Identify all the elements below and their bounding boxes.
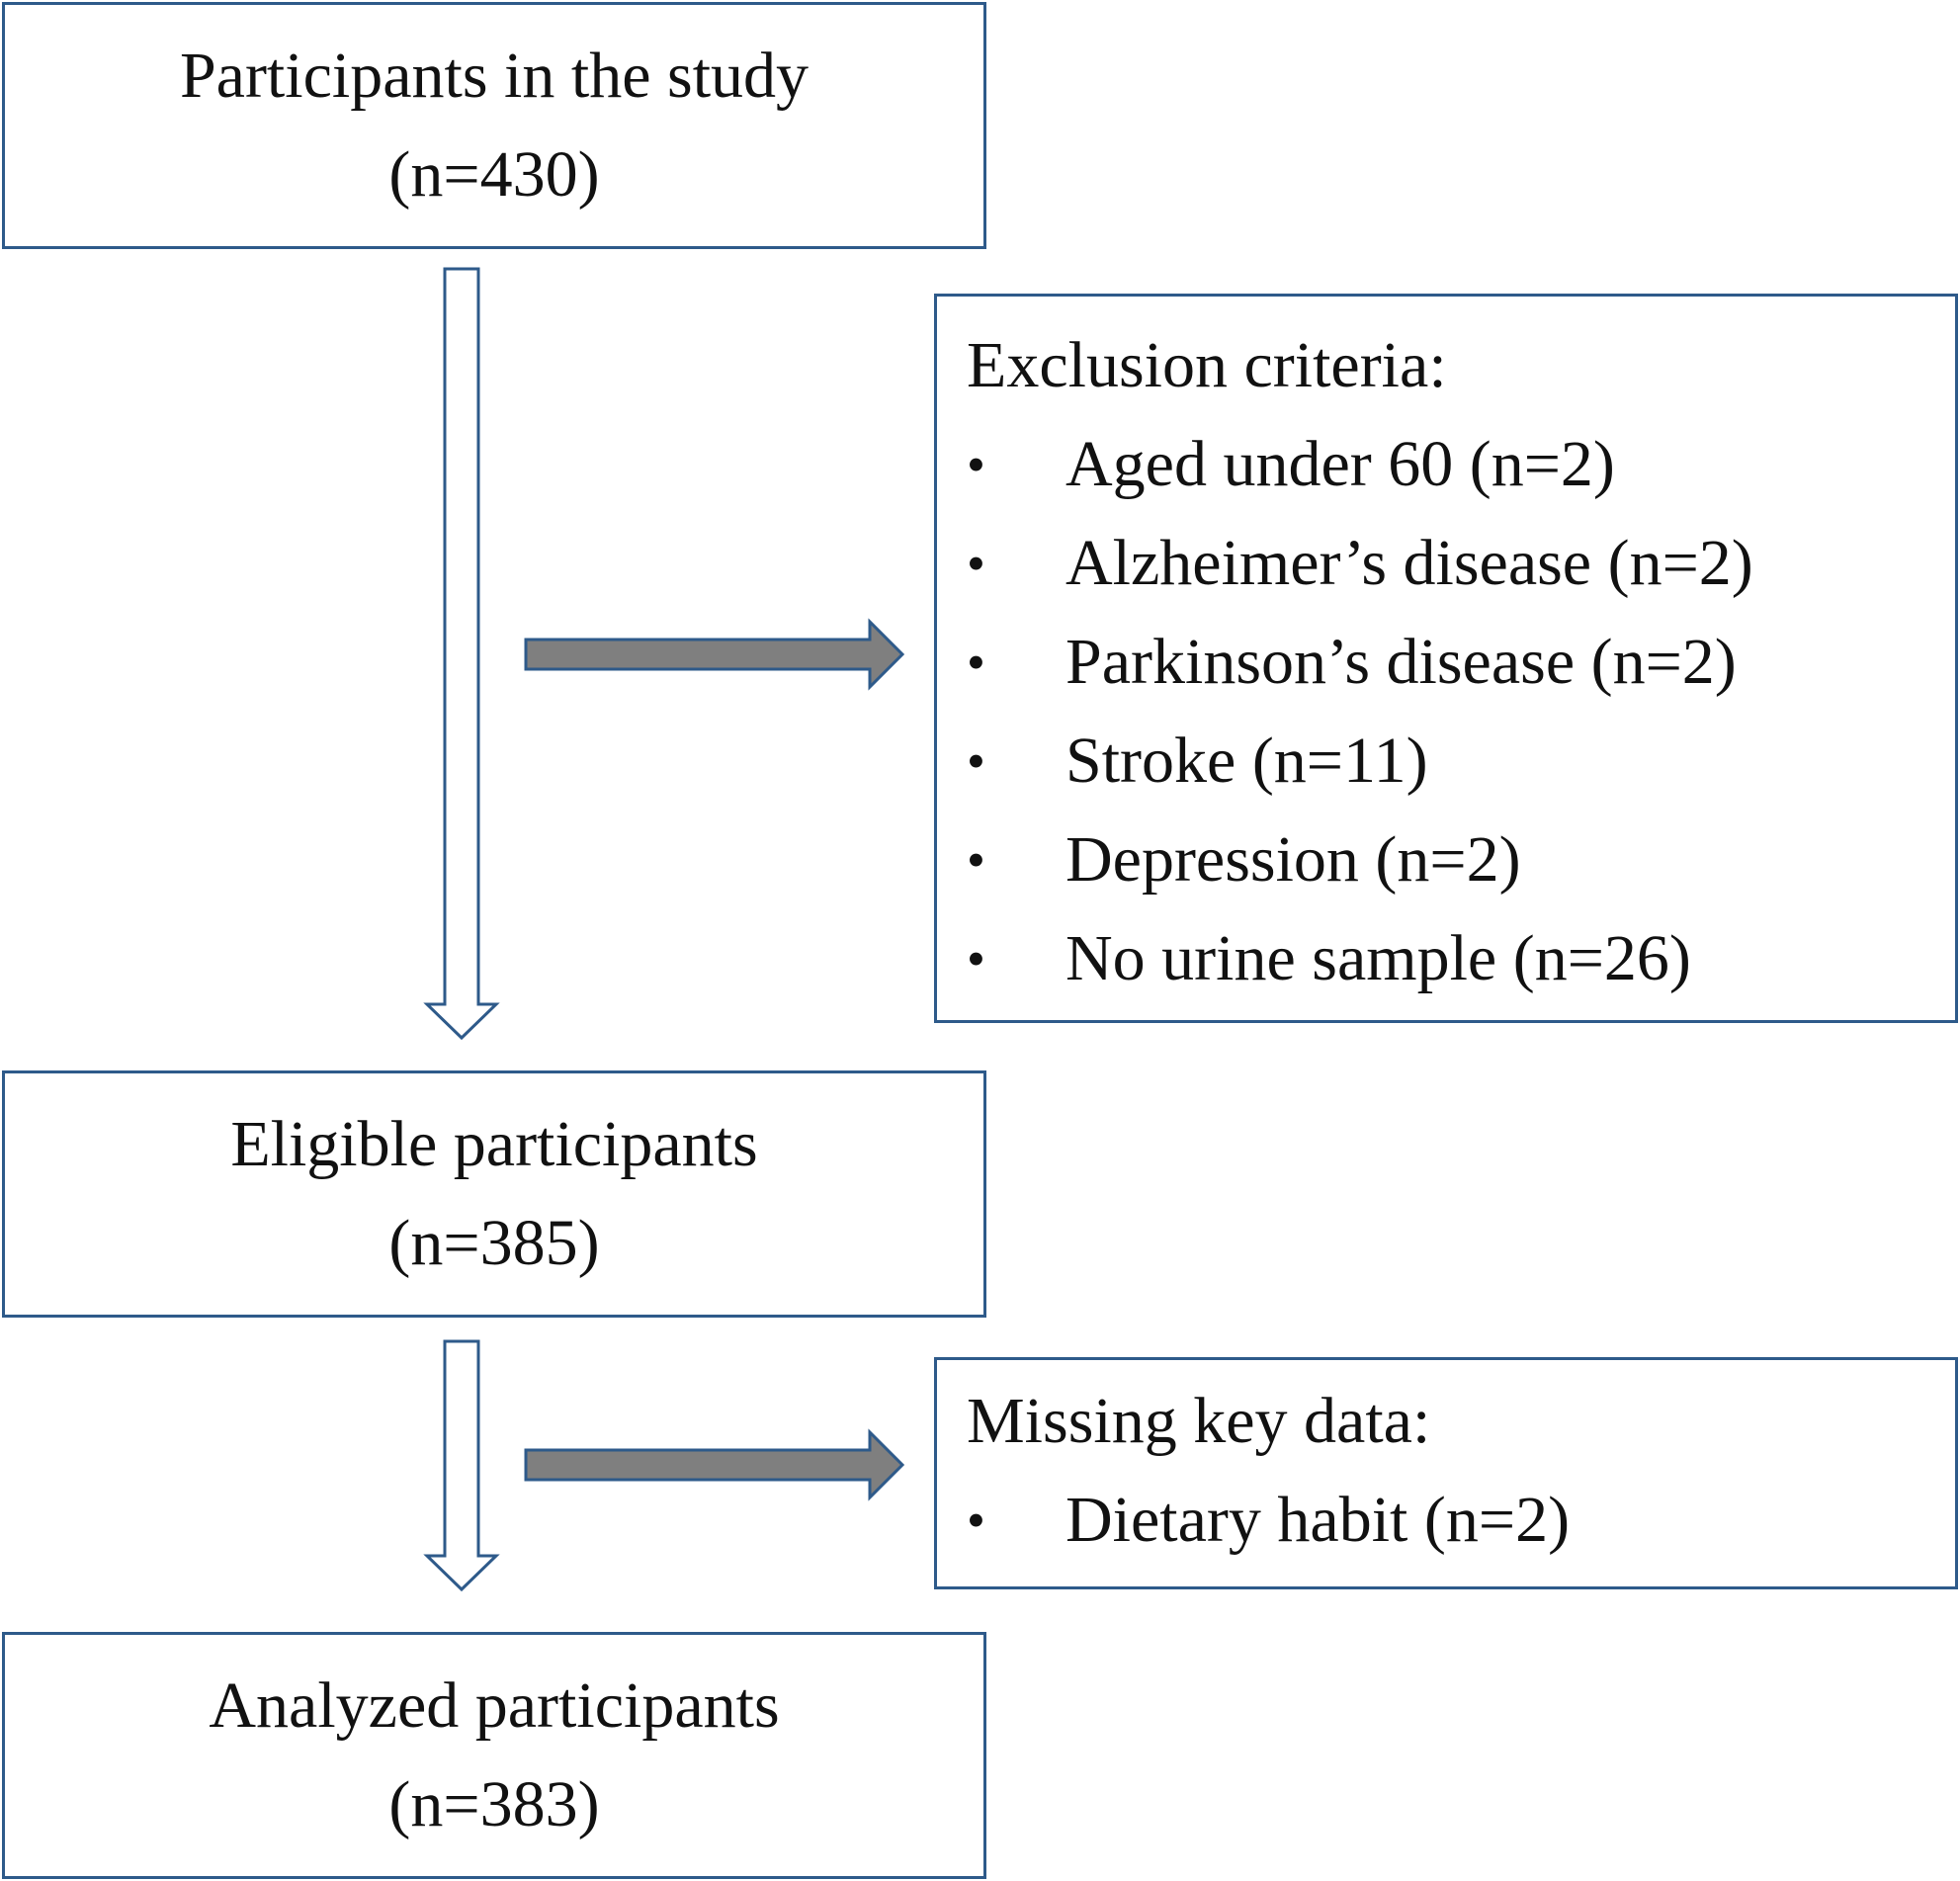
analyzed-title: Analyzed participants (209, 1669, 780, 1742)
exclusion-item-label: Stroke (n=11) (1065, 725, 1428, 797)
participants-count: (n=430) (388, 138, 600, 211)
exclusion-item: • Alzheimer’s disease (n=2) (967, 514, 1955, 613)
exclusion-item: • Depression (n=2) (967, 811, 1955, 909)
down-arrow-2 (423, 1339, 500, 1592)
exclusion-item: • Stroke (n=11) (967, 712, 1955, 811)
exclusion-heading: Exclusion criteria: (967, 329, 1447, 401)
analyzed-count: (n=383) (388, 1768, 600, 1840)
bullet: • (967, 731, 985, 791)
exclusion-item-label: Depression (n=2) (1065, 823, 1521, 896)
missing-heading: Missing key data: (967, 1385, 1431, 1457)
bullet: • (967, 1491, 985, 1550)
side-arrow-2 (524, 1428, 905, 1501)
eligible-box: Eligible participants (n=385) (2, 1070, 986, 1318)
bullet: • (967, 929, 985, 988)
exclusion-item-label: Parkinson’s disease (n=2) (1065, 626, 1737, 698)
exclusion-item-label: Alzheimer’s disease (n=2) (1065, 527, 1753, 599)
exclusion-item: • No urine sample (n=26) (967, 909, 1955, 1008)
down-arrow-1 (423, 267, 500, 1041)
missing-item-label: Dietary habit (n=2) (1065, 1484, 1571, 1556)
missing-box: Missing key data: • Dietary habit (n=2) (934, 1357, 1958, 1589)
bullet: • (967, 633, 985, 692)
participants-box: Participants in the study (n=430) (2, 2, 986, 249)
bullet: • (967, 534, 985, 593)
exclusion-item: • Aged under 60 (n=2) (967, 415, 1955, 514)
eligible-count: (n=385) (388, 1207, 600, 1279)
exclusion-item-label: Aged under 60 (n=2) (1065, 428, 1615, 500)
analyzed-box: Analyzed participants (n=383) (2, 1632, 986, 1879)
bullet: • (967, 435, 985, 494)
side-arrow-1 (524, 618, 905, 691)
participants-title: Participants in the study (179, 40, 810, 112)
bullet: • (967, 830, 985, 890)
exclusion-item: • Parkinson’s disease (n=2) (967, 613, 1955, 712)
exclusion-box: Exclusion criteria: • Aged under 60 (n=2… (934, 294, 1958, 1023)
missing-item: • Dietary habit (n=2) (967, 1471, 1955, 1570)
eligible-title: Eligible participants (230, 1108, 758, 1180)
exclusion-item-label: No urine sample (n=26) (1065, 922, 1691, 994)
